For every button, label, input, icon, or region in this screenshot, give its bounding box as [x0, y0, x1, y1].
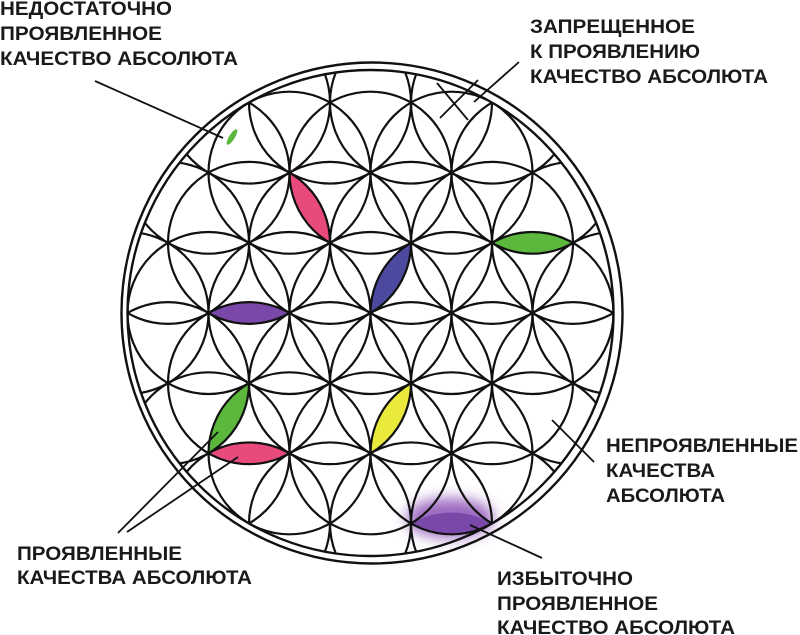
label-line: КАЧЕСТВО АБСОЛЮТА — [530, 67, 768, 88]
label-line: ПРОЯВЛЕННОЕ — [497, 594, 658, 615]
pink-petal-lower-left — [208, 442, 290, 465]
label-line: ПРОЯВЛЕННЫЕ — [17, 544, 182, 565]
insufficient-mark — [226, 129, 238, 145]
leader-manifested-1 — [117, 431, 219, 534]
label-line: АБСОЛЮТА — [606, 486, 725, 507]
outer-ring — [120, 61, 624, 565]
label-line: ПРОЯВЛЕННОЕ — [0, 24, 162, 45]
label-manifested: ПРОЯВЛЕННЫЕ КАЧЕСТВА АБСОЛЮТА — [17, 544, 252, 589]
label-line: ИЗБЫТОЧНО — [497, 569, 633, 590]
leader-excessive — [469, 524, 543, 559]
petals-group — [208, 172, 573, 535]
blue-petal-center — [370, 242, 411, 313]
yellow-petal-lower — [370, 383, 411, 454]
label-excessive: ИЗБЫТОЧНО ПРОЯВЛЕННОЕ КАЧЕСТВО АБСОЛЮТА — [497, 569, 735, 635]
leader-unmanifested — [551, 419, 595, 463]
lattice-circles — [127, 70, 614, 556]
label-line: КАЧЕСТВО АБСОЛЮТА — [0, 49, 238, 70]
label-line: КАЧЕСТВО АБСОЛЮТА — [497, 618, 735, 635]
label-unmanifested: НЕПРОЯВЛЕННЫЕ КАЧЕСТВА АБСОЛЮТА — [606, 436, 798, 507]
pink-petal-upper — [289, 172, 330, 243]
label-line: К ПРОЯВЛЕНИЮ — [530, 42, 700, 63]
green-petal-right — [492, 232, 573, 254]
green-petal-lower-left — [208, 383, 249, 454]
forbidden-cross-line-1 — [436, 82, 469, 121]
label-forbidden: ЗАПРЕЩЕННОЕ К ПРОЯВЛЕНИЮ КАЧЕСТВО АБСОЛЮ… — [530, 17, 768, 88]
label-line: КАЧЕСТВА АБСОЛЮТА — [17, 568, 252, 589]
label-insufficient: НЕДОСТАТОЧНО ПРОЯВЛЕННОЕ КАЧЕСТВО АБСОЛЮ… — [0, 0, 238, 70]
leader-forbidden — [473, 61, 520, 103]
inner-ring — [126, 68, 615, 558]
leader-manifested-2 — [126, 456, 239, 533]
label-line: КАЧЕСТВА — [606, 461, 715, 482]
label-line: НЕПРОЯВЛЕННЫЕ — [606, 436, 798, 457]
label-line: НЕДОСТАТОЧНО — [0, 0, 172, 20]
forbidden-cross-line-2 — [439, 79, 479, 119]
purple-petal-excessive — [411, 512, 492, 535]
leader-insufficient — [94, 80, 224, 139]
label-line: ЗАПРЕЩЕННОЕ — [530, 17, 695, 38]
purple-petal-left — [208, 302, 290, 324]
